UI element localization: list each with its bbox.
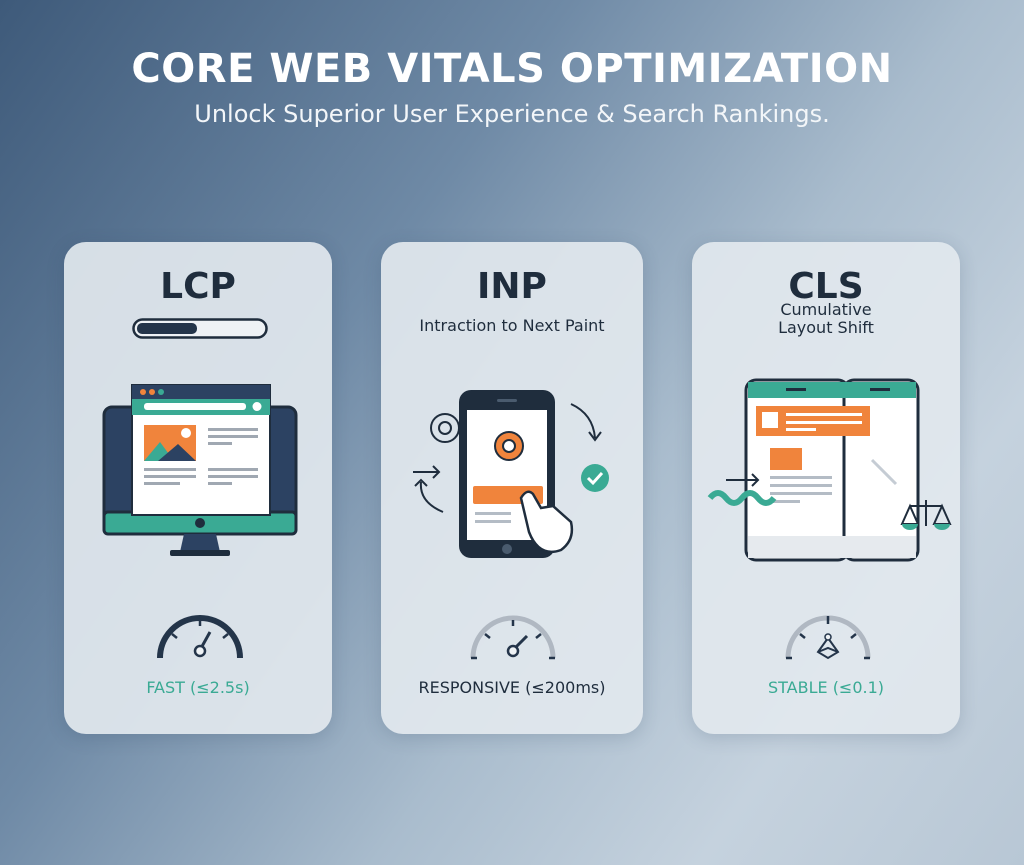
balance-gauge-icon	[785, 615, 871, 660]
smartphone-tap-gear-icon	[413, 390, 609, 558]
metric-description: Cumulative	[780, 300, 872, 319]
speedometer-icon	[157, 615, 243, 659]
metric-description: Layout Shift	[778, 318, 874, 337]
status-label: FAST (≤2.5s)	[146, 678, 250, 697]
status-label: RESPONSIVE (≤200ms)	[418, 678, 606, 697]
shifting-layout-phones-icon	[707, 378, 952, 562]
inp-card: INP Intraction to Next Paint RESPONSIVE …	[381, 242, 643, 734]
progress-bar-icon	[132, 318, 268, 339]
desktop-monitor-webpage-icon	[102, 384, 298, 556]
cls-card: CLS Cumulative Layout Shift STABLE (≤0.1…	[692, 242, 960, 734]
page-subtitle: Unlock Superior User Experience & Search…	[194, 100, 830, 128]
metric-description: Intraction to Next Paint	[419, 316, 605, 335]
metric-title: CLS	[788, 266, 864, 307]
metric-title: INP	[477, 266, 547, 307]
lcp-card: LCP FAST (≤2.5s)	[64, 242, 332, 734]
page-title: CORE WEB VITALS OPTIMIZATION	[131, 46, 893, 92]
status-label: STABLE (≤0.1)	[767, 678, 885, 697]
metric-title: LCP	[160, 266, 236, 307]
speedometer-icon	[470, 615, 556, 660]
